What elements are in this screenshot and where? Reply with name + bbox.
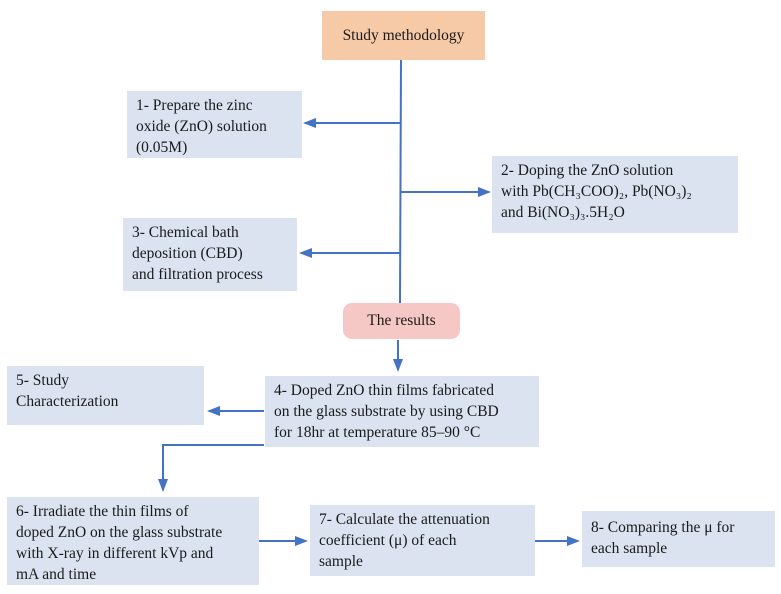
box-8-comparing-mu: 8- Comparing the μ for each sample — [582, 511, 775, 567]
box-line: on the glass substrate by using CBD — [274, 403, 499, 420]
results-box: The results — [343, 303, 460, 339]
box-line: and Bi(NO₃)₃.5H₂O — [501, 204, 625, 221]
box-line: coefficient (μ) of each — [319, 532, 457, 549]
box-line: for 18hr at temperature 85–90 °C — [274, 424, 481, 441]
box-line: with Pb(CH₃COO)₂, Pb(NO₃)₂ — [501, 183, 692, 200]
connector-main-vertical — [399, 59, 402, 304]
box-1-prepare-zno-solution: 1- Prepare the zinc oxide (ZnO) solution… — [127, 91, 302, 158]
box-7-calculate-attenuation-coefficient: 7- Calculate the attenuation coefficient… — [310, 505, 535, 576]
study-methodology-label: Study methodology — [342, 26, 465, 44]
box-line: 1- Prepare the zinc — [136, 97, 253, 114]
study-methodology-box: Study methodology — [322, 11, 485, 60]
box-line: doped ZnO on the glass substrate — [16, 524, 223, 541]
box-line: 2- Doping the ZnO solution — [501, 162, 674, 179]
box-6-irradiate-thin-films: 6- Irradiate the thin films of doped ZnO… — [7, 497, 259, 585]
box-line: oxide (ZnO) solution — [136, 118, 267, 135]
box-line: mA and time — [16, 566, 97, 583]
box-5-study-characterization: 5- Study Characterization — [7, 366, 204, 425]
box-3-chemical-bath-deposition: 3- Chemical bath deposition (CBD) and fi… — [123, 218, 297, 291]
box-line: 5- Study — [16, 372, 69, 389]
results-label: The results — [367, 312, 436, 329]
box-2-doping-zno-solution: 2- Doping the ZnO solution with Pb(CH₃CO… — [492, 156, 738, 233]
box-line: 6- Irradiate the thin films of — [16, 503, 189, 520]
box-line: 3- Chemical bath — [132, 224, 239, 241]
box-4-doped-zno-thin-films: 4- Doped ZnO thin films fabricated on th… — [265, 376, 539, 447]
box-line: and filtration process — [132, 266, 263, 283]
box-line: with X-ray in different kVp and — [16, 545, 214, 562]
box-line: 7- Calculate the attenuation — [319, 511, 490, 528]
box-line: 4- Doped ZnO thin films fabricated — [274, 382, 494, 399]
box-line: sample — [319, 553, 363, 570]
box-line: (0.05M) — [136, 139, 188, 156]
box-line: 8- Comparing the μ for — [591, 519, 735, 536]
box-line: deposition (CBD) — [132, 245, 243, 262]
box-line: each sample — [591, 540, 668, 557]
arrow-box4-to-box6 — [158, 444, 264, 492]
box-line: Characterization — [16, 393, 119, 410]
